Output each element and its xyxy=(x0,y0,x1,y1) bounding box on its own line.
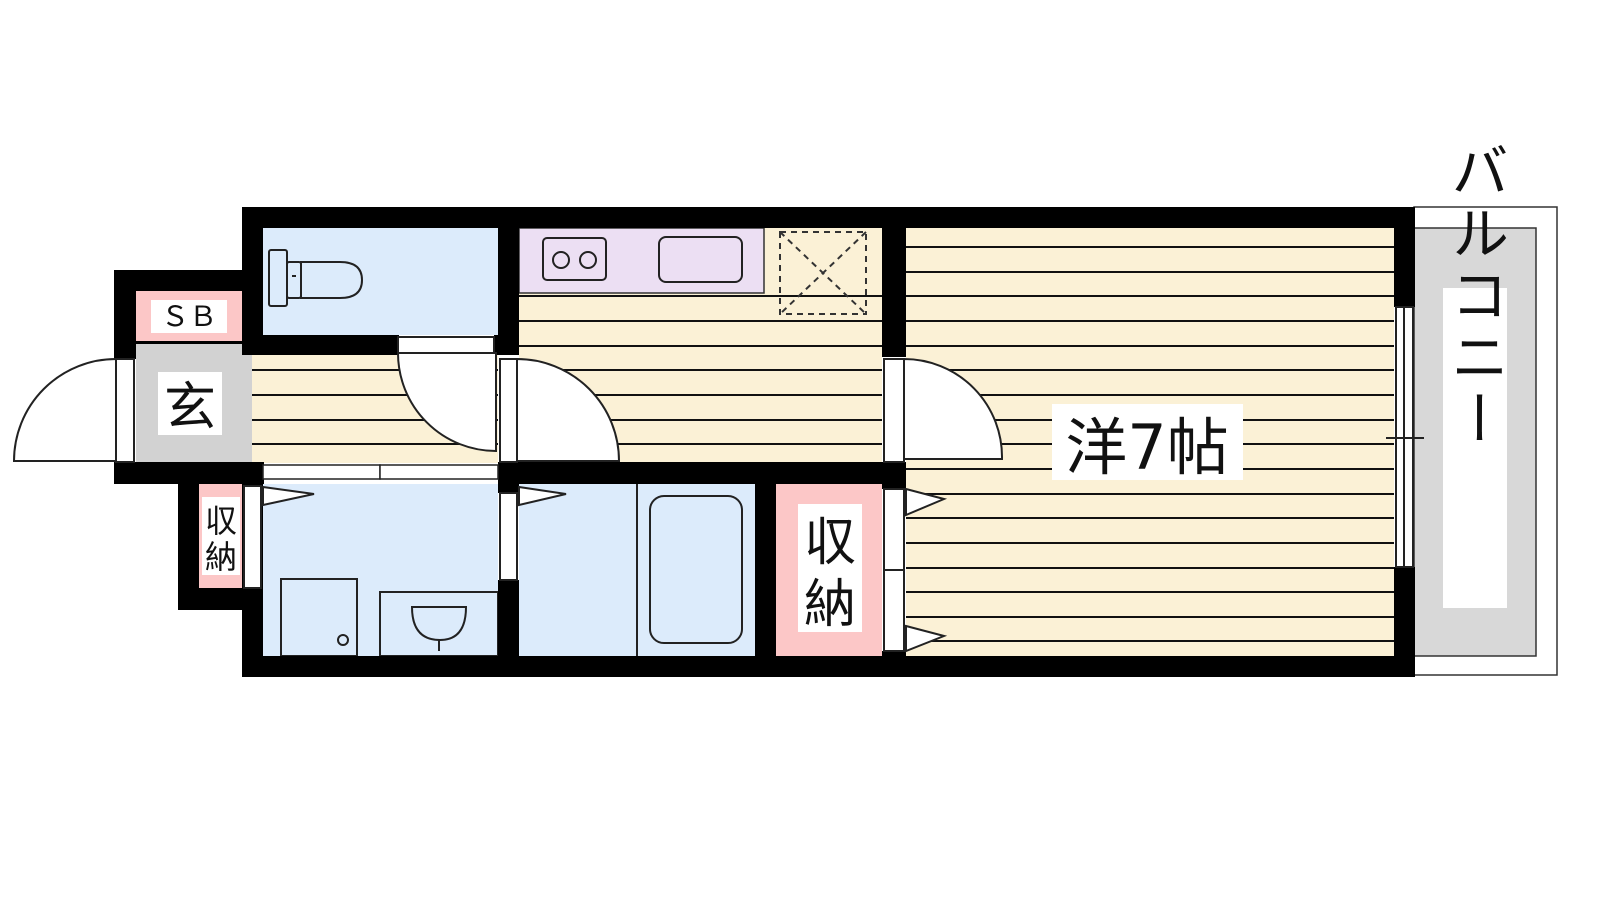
balcony-label-bg xyxy=(1443,288,1507,608)
shoe-box-label: ＳＢ xyxy=(161,300,217,333)
washroom-folding-door xyxy=(243,485,315,589)
closet-large-label-1: 収 xyxy=(804,513,856,573)
sliding-partition xyxy=(262,464,499,480)
closet-doors xyxy=(883,487,948,653)
closet-small-label-1: 収 xyxy=(205,502,237,540)
kitchen-sink-icon xyxy=(658,236,743,283)
fridge-space xyxy=(779,231,867,315)
kitchen-door xyxy=(499,357,621,463)
toilet-icon xyxy=(268,249,364,307)
front-door xyxy=(12,357,135,463)
entrance-label-bg xyxy=(158,372,222,435)
closet-small-label-2: 納 xyxy=(205,538,237,576)
closet-large-label-bg xyxy=(798,504,862,632)
balcony-label: バルコニー xyxy=(1441,141,1509,451)
bathtub-icon xyxy=(636,484,743,656)
toilet-room xyxy=(263,228,498,335)
bathroom-folding-door xyxy=(499,485,567,581)
shoe-box-label-bg xyxy=(151,300,227,333)
closet-small-label-bg xyxy=(202,497,240,575)
closet-large-label-2: 納 xyxy=(804,575,856,635)
toilet-door xyxy=(396,336,497,453)
western-room-label: 洋7帖 xyxy=(1065,411,1228,484)
stove-icon xyxy=(542,237,607,281)
western-room-label-bg xyxy=(1052,404,1243,480)
western-room-door xyxy=(883,357,1004,463)
entrance-label: 玄 xyxy=(164,378,216,438)
walls xyxy=(114,207,1415,677)
balcony-window xyxy=(1386,306,1424,568)
